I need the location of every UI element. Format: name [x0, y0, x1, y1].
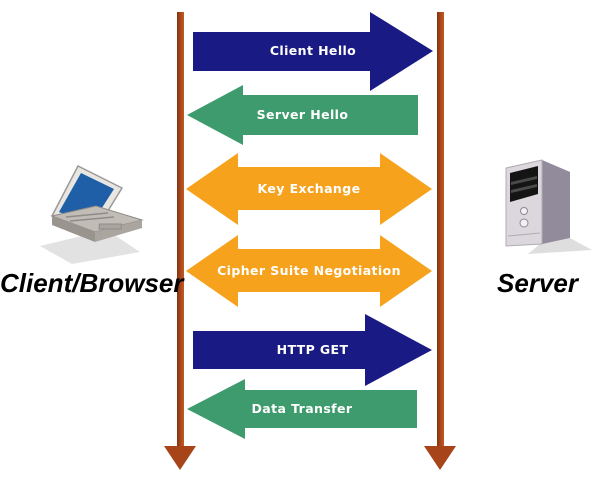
message-arrow-cipher-suite: Cipher Suite Negotiation	[186, 235, 432, 307]
message-label: Data Transfer	[251, 401, 353, 416]
laptop-icon	[22, 158, 157, 270]
message-arrow-server-hello: Server Hello	[187, 85, 418, 145]
arrow-right-head-icon	[380, 235, 432, 307]
message-label: Server Hello	[256, 107, 349, 122]
server-tower-icon	[478, 146, 596, 258]
arrow-right-head-icon	[365, 314, 432, 386]
arrow-body	[237, 167, 381, 210]
message-arrow-key-exchange: Key Exchange	[186, 153, 432, 225]
message-arrow-data-transfer: Data Transfer	[187, 379, 417, 439]
client-actor-label: Client/Browser	[0, 268, 184, 298]
arrow-left-head-icon	[186, 235, 238, 307]
message-arrow-http-get: HTTP GET	[193, 314, 432, 386]
arrow-left-head-icon	[187, 85, 243, 145]
message-label: Key Exchange	[257, 181, 361, 196]
arrow-body	[242, 95, 418, 135]
arrow-right-head-icon	[380, 153, 432, 225]
client-lifeline	[177, 12, 184, 448]
server-lifeline-arrowhead-icon	[424, 446, 456, 470]
arrow-body	[244, 390, 417, 428]
client-lifeline-arrowhead-icon	[164, 446, 196, 470]
arrow-body	[237, 249, 381, 292]
arrow-left-head-icon	[186, 153, 238, 225]
arrow-right-head-icon	[370, 12, 433, 91]
server-actor-label: Server	[497, 268, 578, 298]
message-label: Cipher Suite Negotiation	[217, 263, 401, 278]
arrow-body	[193, 331, 366, 369]
arrow-body	[193, 32, 371, 71]
message-label: Client Hello	[269, 43, 357, 58]
message-label: HTTP GET	[276, 342, 349, 357]
server-lifeline	[437, 12, 444, 448]
message-arrow-client-hello: Client Hello	[193, 12, 433, 91]
arrow-left-head-icon	[187, 379, 245, 439]
